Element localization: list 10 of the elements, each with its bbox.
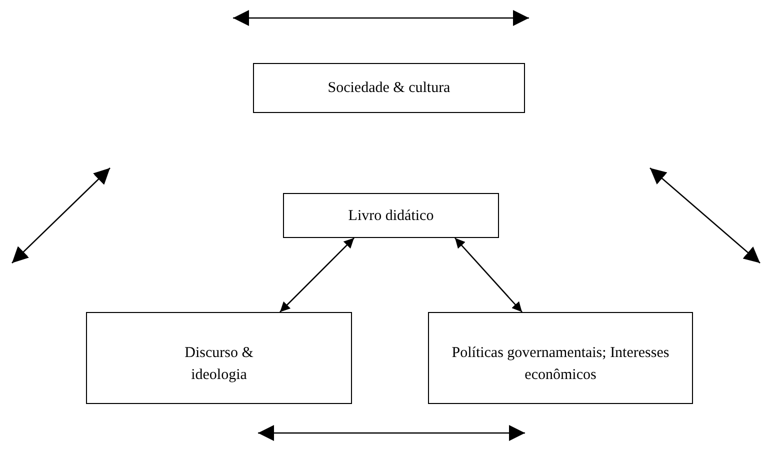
box-label: Políticas governamentais; Interesses econômicos xyxy=(450,344,670,385)
box-label: Sociedade & cultura xyxy=(328,79,450,98)
text-box xyxy=(283,193,499,238)
box-label: Livro didático xyxy=(348,206,434,226)
box-label: Discurso & ideologia xyxy=(184,344,254,385)
text-box xyxy=(253,63,525,113)
double-arrow xyxy=(280,238,354,312)
double-arrow xyxy=(454,238,522,312)
text-box xyxy=(86,312,352,404)
text-box xyxy=(428,312,693,404)
